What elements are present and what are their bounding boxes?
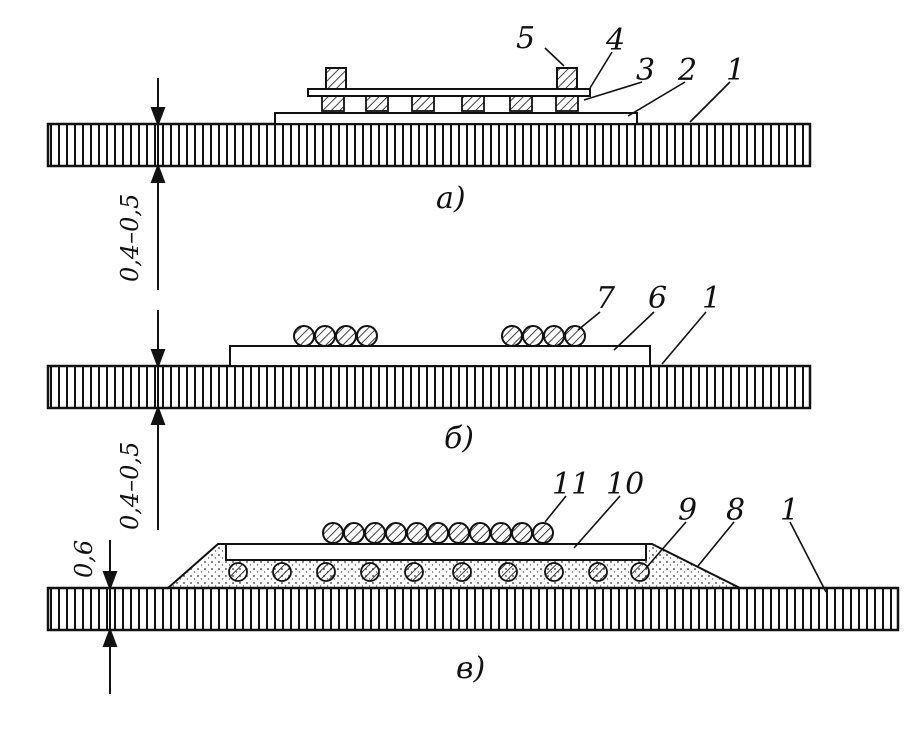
label-a-4: 2: [677, 53, 697, 88]
dimension-c-label: 0,6: [70, 540, 98, 578]
base-slab-6: [229, 345, 651, 367]
ground-band-b: [46, 364, 812, 410]
plate-4: [307, 88, 591, 97]
label-c-3: 9: [678, 493, 697, 528]
label-a-2: 4: [605, 23, 625, 58]
label-c-1: 11: [552, 467, 590, 502]
leaders-c: [544, 495, 827, 593]
label-a-5: 1: [726, 53, 745, 88]
base-slab-2: [274, 112, 638, 125]
dimension-c: [102, 540, 118, 694]
label-c-5: 1: [780, 493, 799, 528]
label-a-3: 3: [636, 53, 655, 88]
dimension-b: [150, 310, 166, 530]
panel-a: 5 4 3 2 1 а): [46, 21, 812, 216]
caption-c: в): [456, 651, 485, 686]
caption-a: а): [436, 181, 466, 216]
sleeper-row-3: [321, 95, 579, 112]
leaders-b: [577, 311, 707, 365]
dimension-b-label: 0,4–0,5: [116, 442, 144, 530]
label-c-4: 8: [726, 493, 745, 528]
rail-5-right: [556, 67, 578, 90]
pipe-bundle-7-left: [293, 325, 378, 347]
slab-10: [225, 543, 647, 561]
rail-5-left: [325, 67, 347, 90]
pipe-bundle-11: [322, 522, 554, 544]
label-c-2: 10: [606, 467, 644, 502]
dimension-a: [150, 78, 166, 290]
panel-b: 7 6 1 б): [46, 281, 812, 456]
label-a-1: 5: [516, 21, 535, 56]
label-b-2: 6: [648, 281, 667, 316]
caption-b: б): [444, 421, 474, 456]
leaders-a: [544, 47, 731, 123]
ground-band-c: [46, 586, 900, 632]
pipe-bundle-7-right: [501, 325, 586, 347]
panel-c: 11 10 9 8 1 в): [46, 467, 900, 686]
pipe-row-9: [228, 562, 650, 582]
label-b-3: 1: [702, 281, 721, 316]
ground-band-a: [46, 122, 812, 168]
label-b-1: 7: [596, 281, 616, 316]
dimension-a-label: 0,4–0,5: [116, 194, 144, 282]
